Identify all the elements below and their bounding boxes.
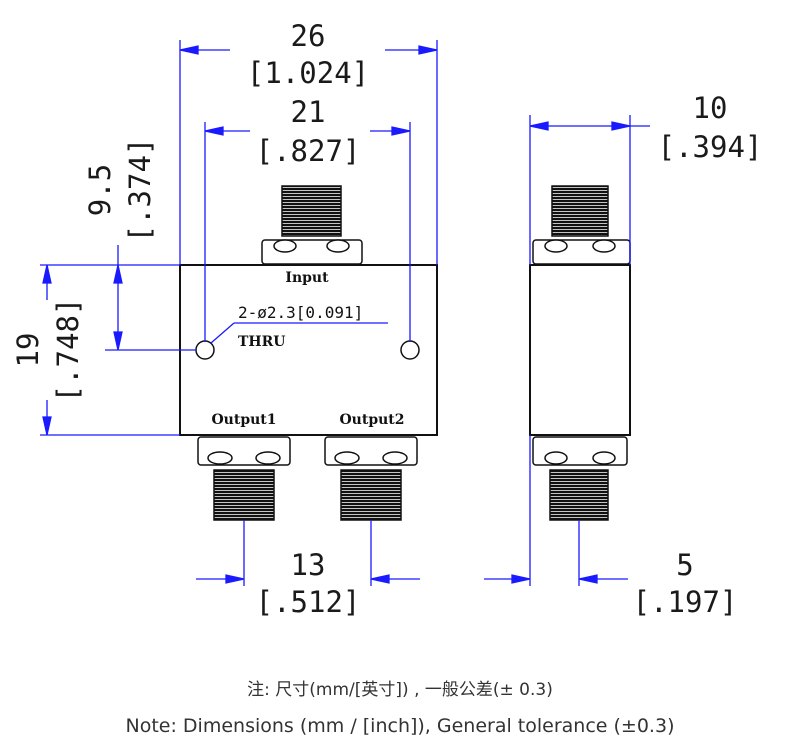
hole-callout-type: THRU [238, 334, 286, 350]
dim-connector-offset-inch: [.197] [633, 585, 738, 619]
dim-hole-offset-inch: [.374] [123, 138, 157, 243]
dim-hole-spacing-inch: [.827] [256, 134, 361, 168]
output1-connector [197, 436, 291, 521]
side-body [529, 264, 631, 436]
output1-label: Output1 [211, 412, 276, 428]
dim-body-depth-inch: [.394] [658, 130, 763, 164]
mounting-hole-left [195, 340, 215, 360]
dim-output-spacing-mm: 13 [291, 548, 326, 582]
note-chinese: 注: 尺寸(mm/[英寸]) , 一般公差(± 0.3) [247, 680, 553, 700]
note-english: Note: Dimensions (mm / [inch]), General … [125, 715, 675, 737]
dim-body-height-inch: [.748] [51, 298, 85, 403]
dim-connector-offset-mm: 5 [676, 548, 693, 582]
dim-hole-spacing-mm: 21 [291, 95, 326, 129]
side-view [529, 185, 631, 521]
side-output-connector [532, 436, 628, 521]
mounting-hole-right [400, 340, 420, 360]
input-connector [261, 185, 363, 265]
input-label: Input [285, 270, 329, 286]
dim-output-spacing-inch: [.512] [256, 585, 361, 619]
splitter-body [179, 264, 438, 436]
dimension-lines [40, 40, 650, 586]
dim-body-height-mm: 19 [11, 333, 45, 368]
hole-callout-spec: 2-ø2.3[0.091] [238, 303, 363, 322]
dim-hole-offset-mm: 9.5 [83, 164, 117, 216]
dim-body-depth-mm: 10 [693, 91, 728, 125]
output2-label: Output2 [339, 412, 404, 428]
dim-overall-width-inch: [1.024] [247, 56, 369, 90]
side-input-connector [532, 185, 631, 265]
output2-connector [324, 436, 418, 521]
dim-overall-width-mm: 26 [291, 19, 326, 53]
front-view [179, 185, 438, 521]
